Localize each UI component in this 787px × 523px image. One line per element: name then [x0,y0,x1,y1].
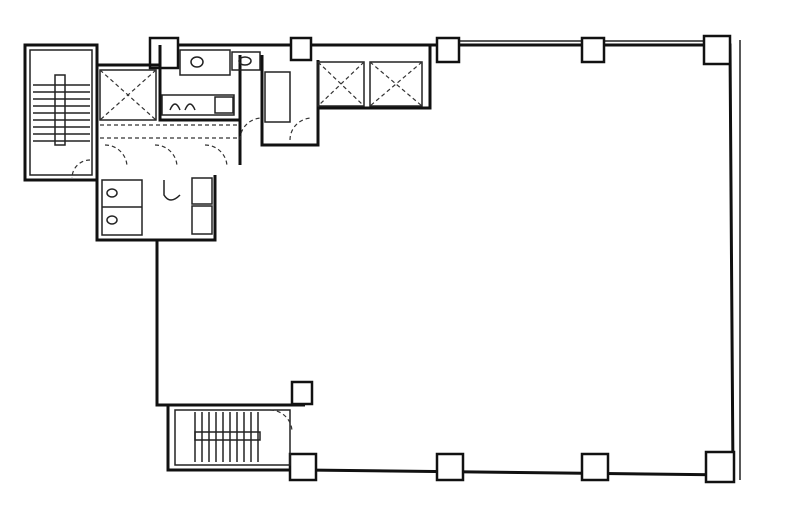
column [702,34,732,66]
column [290,380,314,406]
restroom-upper [161,49,291,123]
column [580,452,610,482]
restroom-lower [101,177,213,236]
column [704,450,736,484]
column [289,36,313,62]
column [435,452,465,482]
doors [100,117,313,168]
core-walls [95,45,432,242]
stairwell-bottom [166,403,305,472]
column [288,452,318,482]
column [148,36,180,70]
column [580,36,606,64]
column [435,36,461,64]
stairwell-left [23,43,99,182]
elevator [317,61,365,107]
columns [148,34,736,484]
elevator [369,61,423,107]
elevator [99,69,157,121]
